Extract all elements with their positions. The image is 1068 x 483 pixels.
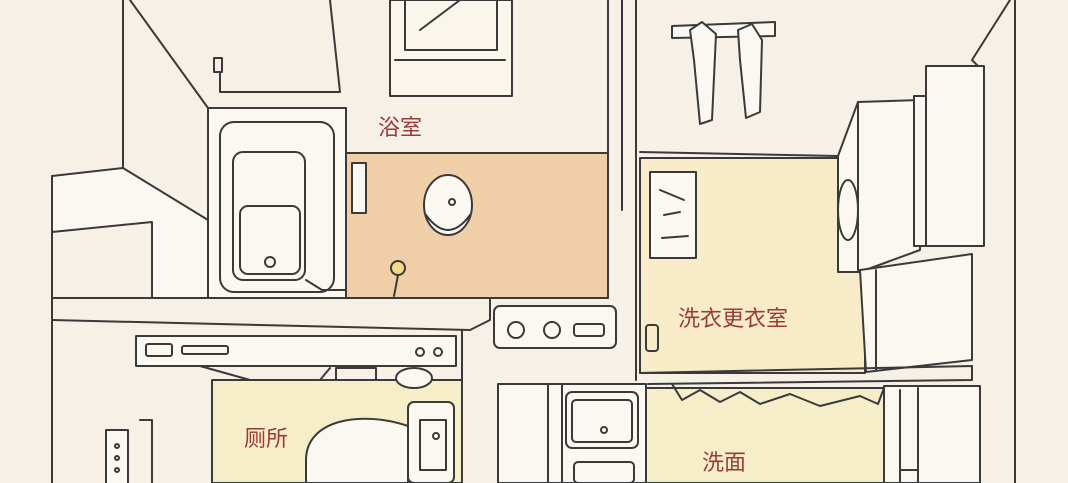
soap-shelf bbox=[351, 162, 367, 214]
laundry-cabinet bbox=[859, 253, 973, 373]
toilet-bowl bbox=[305, 401, 455, 483]
toilet-area bbox=[211, 329, 463, 483]
bathroom-window bbox=[389, 0, 513, 97]
room-label-washroom: 洗面 bbox=[702, 451, 746, 476]
room-label-toilet: 厕所 bbox=[244, 427, 288, 452]
bathroom-floor bbox=[345, 152, 609, 299]
bath-stool bbox=[423, 174, 473, 236]
light-strip bbox=[135, 335, 457, 367]
washroom-shelf bbox=[883, 385, 981, 483]
bathtub bbox=[207, 107, 347, 299]
washing-machine bbox=[837, 65, 985, 273]
washroom-area bbox=[497, 383, 981, 483]
shower-valve bbox=[390, 260, 406, 276]
room-label-laundry: 洗衣更衣室 bbox=[678, 307, 788, 332]
room-label-bathroom: 浴室 bbox=[378, 116, 422, 141]
wall-panel bbox=[649, 171, 697, 259]
control-panel bbox=[493, 305, 617, 349]
washroom-floor bbox=[643, 387, 885, 483]
laundry-area bbox=[493, 0, 1016, 483]
left-structure bbox=[51, 167, 491, 483]
